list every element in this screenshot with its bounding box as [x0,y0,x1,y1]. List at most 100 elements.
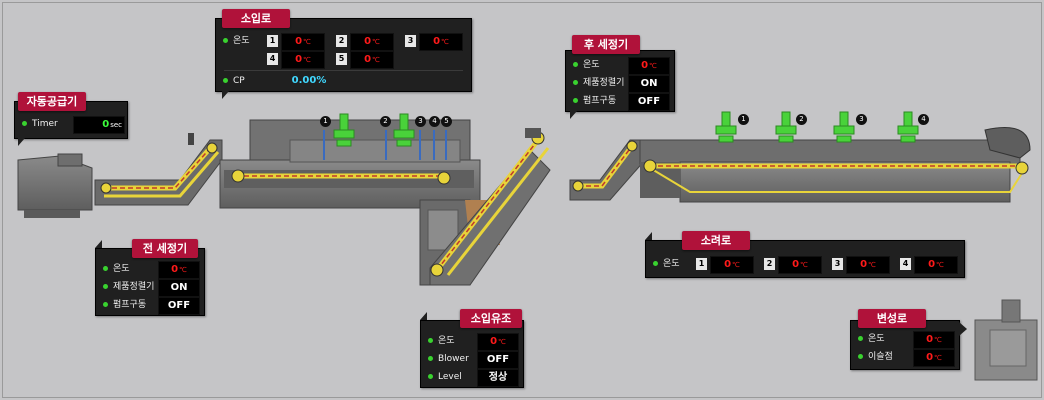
furnace-marker-4: 4 [429,116,440,127]
status-dot [573,98,578,103]
pump-value: OFF [158,297,200,315]
furnace-entry-temp-row: 온도 1 0℃ 2 0℃ 3 0℃ [216,31,471,51]
blower-value: OFF [477,351,519,369]
panel-pointer [18,138,25,146]
status-dot [428,374,433,379]
pre-washer-product-row: 제품정렬기 ON [96,277,204,297]
quench-level-row: Level 정상 [421,367,523,387]
furnace-marker-5: 5 [441,116,452,127]
level-label: Level [438,372,462,382]
post-washer-conveyor[interactable] [569,139,646,201]
zone-4-temp-value: 0℃ [281,51,325,69]
pre-washer-pump-row: 펌프구동 OFF [96,295,204,315]
post-washer-panel: 온도 0℃ 제품정렬기 ON 펌프구동 OFF [565,50,675,112]
zone-5-temp-value: 0℃ [350,51,394,69]
zone-1-temp-value: 0℃ [281,33,325,51]
furnace-entry-temp-row-2: 4 0℃ 5 0℃ [216,49,471,69]
post-washer-title[interactable]: 후 세정기 [572,35,640,54]
zone-number: 3 [832,258,843,270]
divider [224,70,463,71]
pre-washer-conveyor[interactable] [94,133,223,206]
post-washer-product-row: 제품정렬기 ON [566,73,674,93]
product-value: ON [158,279,200,297]
transformer-dew-row: 이슬점 0℃ [851,347,959,367]
cp-value: 0.00% [291,75,327,86]
pre-washer-temp-value: 0℃ [158,261,200,279]
auto-feeder-title[interactable]: 자동공급기 [18,92,86,111]
pump-label: 펌프구동 [113,300,147,310]
zone-3-temp-value: 0℃ [419,33,463,51]
tempering-marker-3: 3 [856,114,867,125]
furnace-entry-title[interactable]: 소입로 [222,9,290,28]
zone-number: 5 [336,53,347,65]
tempering-marker-4: 4 [918,114,929,125]
tempering-zone-4-value: 0℃ [914,256,958,274]
quench-temp-row: 온도 0℃ [421,331,523,351]
panel-pointer [959,322,967,336]
status-dot [103,266,108,271]
auto-feeder-machine[interactable] [17,153,93,218]
blower-label: Blower [438,354,469,364]
pre-washer-panel: 온도 0℃ 제품정렬기 ON 펌프구동 OFF [95,248,205,316]
zone-number: 4 [267,53,278,65]
temp-label: 온도 [663,259,680,269]
quench-tank-panel: 온도 0℃ Blower OFF Level 정상 [420,320,524,388]
quench-furnace-machine[interactable] [219,113,481,209]
tempering-zone-2-value: 0℃ [778,256,822,274]
zone-number: 4 [900,258,911,270]
temp-label: 온도 [438,336,455,346]
furnace-entry-panel: 온도 1 0℃ 2 0℃ 3 0℃ 4 0℃ 5 0℃ CP 0.00% [215,18,472,92]
tempering-temp-row: 온도 1 0℃ 2 0℃ 3 0℃ 4 0℃ [646,254,964,274]
status-dot [428,338,433,343]
pump-label: 펌프구동 [583,96,617,106]
zone-number: 1 [696,258,707,270]
quench-blower-row: Blower OFF [421,349,523,369]
zone-number: 3 [405,35,416,47]
quench-tank-title[interactable]: 소입유조 [460,309,522,328]
quench-tank-machine[interactable] [419,128,551,286]
tempering-furnace-title[interactable]: 소려로 [682,231,750,250]
tempering-zone-1-value: 0℃ [710,256,754,274]
timer-label: Timer [32,119,58,129]
product-label: 제품정렬기 [583,78,625,88]
status-dot [428,356,433,361]
product-label: 제품정렬기 [113,282,155,292]
furnace-marker-1: 1 [320,116,331,127]
temp-label: 온도 [868,334,885,344]
cp-label: CP [233,76,245,86]
pump-value: OFF [628,93,670,111]
post-washer-temp-value: 0℃ [628,57,670,75]
panel-pointer [95,240,102,248]
post-washer-temp-row: 온도 0℃ [566,55,674,75]
status-dot [573,62,578,67]
status-dot [653,261,658,266]
zone-number: 2 [764,258,775,270]
auto-feeder-timer-row: Timer 0sec [15,114,127,134]
zone-number: 1 [267,35,278,47]
timer-value: 0sec [73,116,125,134]
transformer-furnace-machine[interactable] [974,299,1038,381]
furnace-marker-3: 3 [415,116,426,127]
tempering-furnace-machine[interactable] [639,111,1031,203]
post-washer-pump-row: 펌프구동 OFF [566,91,674,111]
status-dot [103,302,108,307]
status-dot [858,336,863,341]
temp-label: 온도 [233,36,250,46]
status-dot [103,284,108,289]
tempering-marker-2: 2 [796,114,807,125]
furnace-marker-2: 2 [380,116,391,127]
zone-2-temp-value: 0℃ [350,33,394,51]
tempering-zone-3-value: 0℃ [846,256,890,274]
zone-number: 2 [336,35,347,47]
transformer-furnace-title[interactable]: 변성로 [858,309,926,328]
pre-washer-title[interactable]: 전 세정기 [132,239,198,258]
status-dot [223,38,228,43]
transformer-temp-value: 0℃ [913,331,955,349]
panel-pointer [420,312,427,320]
status-dot [573,80,578,85]
temp-label: 온도 [113,264,130,274]
product-value: ON [628,75,670,93]
temp-label: 온도 [583,60,600,70]
transformer-temp-row: 온도 0℃ [851,329,959,349]
